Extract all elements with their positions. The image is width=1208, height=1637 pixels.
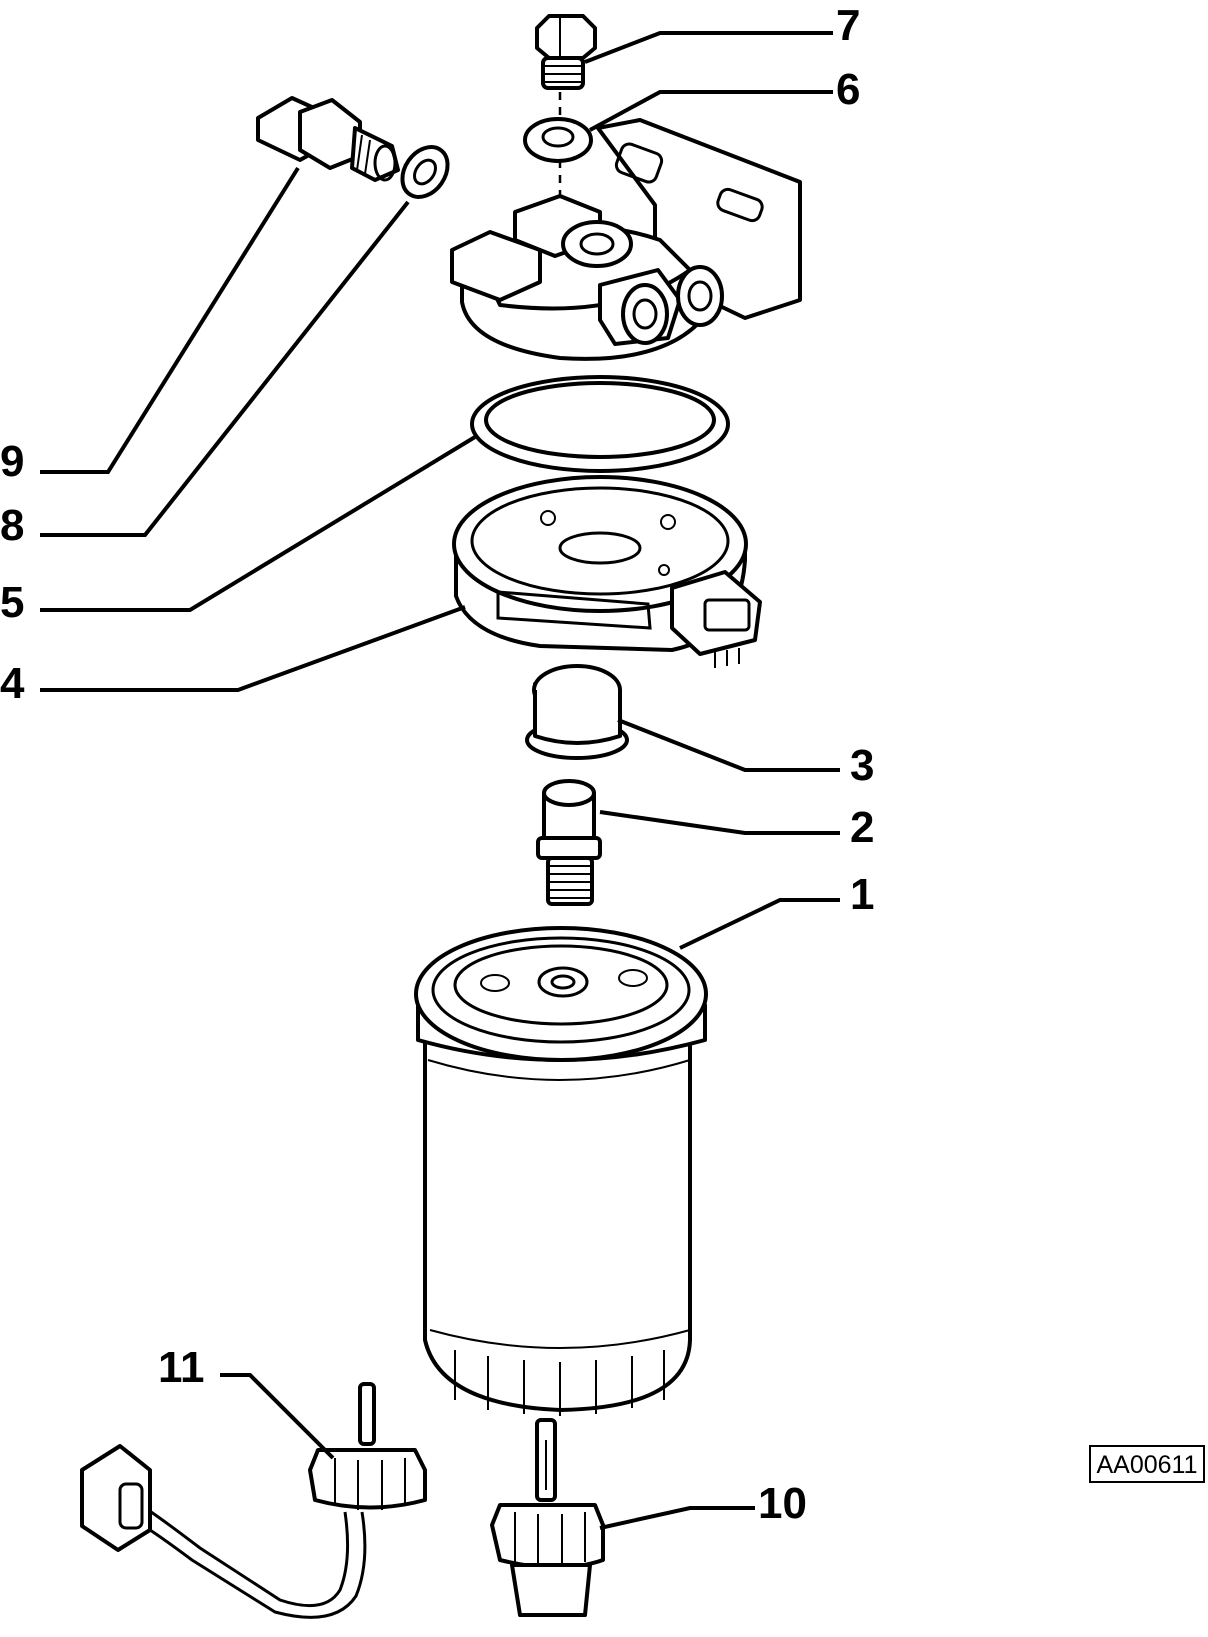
drawing-reference-label: AA00611 xyxy=(1096,1451,1197,1479)
part-3-cap[interactable] xyxy=(525,664,629,760)
callout-2: 2 xyxy=(850,803,874,852)
callout-10: 10 xyxy=(758,1479,807,1528)
part-1-filter-cartridge[interactable] xyxy=(414,926,708,1416)
part-2-adapter[interactable] xyxy=(536,779,602,906)
callout-9: 9 xyxy=(0,437,24,486)
callout-7: 7 xyxy=(836,1,860,50)
callout-3: 3 xyxy=(850,741,874,790)
part-5-o-ring[interactable] xyxy=(470,375,730,473)
leader-line-2 xyxy=(599,810,840,835)
leader-line-10 xyxy=(599,1506,755,1530)
part-10-sensor[interactable] xyxy=(490,1418,605,1617)
part-11-sensor-harness[interactable] xyxy=(80,1382,427,1619)
callout-6: 6 xyxy=(836,65,860,114)
leader-line-3 xyxy=(617,718,840,772)
leader-line-5 xyxy=(40,435,477,612)
leader-line-9 xyxy=(40,166,300,474)
leader-line-4 xyxy=(40,605,466,692)
callout-4: 4 xyxy=(0,659,25,708)
leader-line-1 xyxy=(679,898,840,950)
part-7-bolt[interactable] xyxy=(535,14,597,90)
callout-1: 1 xyxy=(850,870,874,919)
drawing-reference: AA00611 xyxy=(1089,1445,1205,1483)
part-6-washer[interactable] xyxy=(523,117,593,163)
part-4-heater-ring[interactable] xyxy=(452,475,762,668)
leader-line-7 xyxy=(584,31,833,64)
leader-lines xyxy=(40,31,840,1530)
filter-head-bracket[interactable] xyxy=(450,118,802,361)
leader-line-8 xyxy=(40,200,410,537)
part-8-washer[interactable] xyxy=(393,138,457,205)
part-9-fitting[interactable] xyxy=(256,96,400,182)
callout-8: 8 xyxy=(0,501,24,550)
leader-line-6 xyxy=(589,90,833,132)
callout-11: 11 xyxy=(158,1343,205,1392)
leader-line-11 xyxy=(220,1373,335,1460)
callout-5: 5 xyxy=(0,578,24,627)
drawing-reference-box xyxy=(1089,1445,1205,1483)
